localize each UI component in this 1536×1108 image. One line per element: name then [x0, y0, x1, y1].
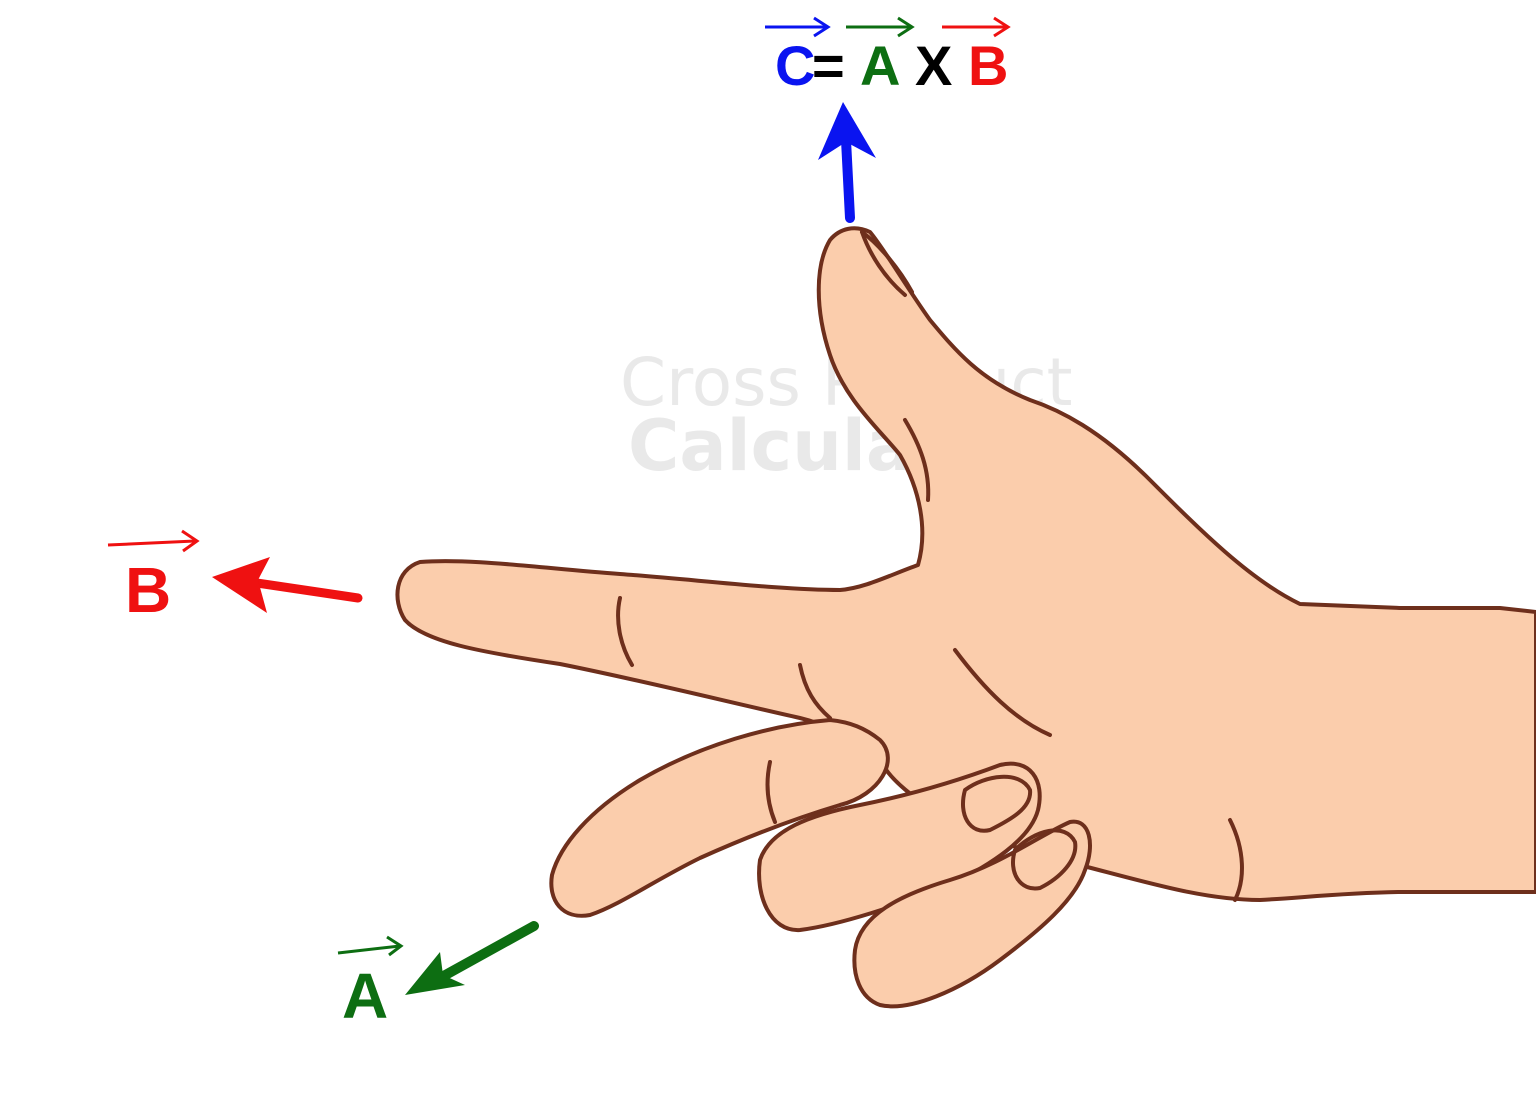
- equation-equals: =: [812, 34, 845, 97]
- label-a-vector-arrow: [337, 935, 404, 957]
- equation-c-vector-arrow: [765, 16, 831, 38]
- palm-crease-3: [1228, 818, 1244, 902]
- hand-details: [616, 230, 1244, 902]
- label-a: A: [342, 960, 388, 1032]
- ring-nail: [961, 774, 1033, 833]
- middle-knuckle-crease: [765, 760, 777, 824]
- palm-crease-2: [798, 663, 832, 720]
- hand-ring-finger: [757, 761, 1042, 933]
- equation-a-vector-arrow: [846, 16, 915, 38]
- equation-times: X: [915, 34, 952, 97]
- label-b-vector-arrow: [107, 529, 200, 553]
- equation-c: C: [775, 34, 815, 97]
- cross-product-equation: C = A X B: [765, 16, 1011, 97]
- equation-a: A: [860, 34, 900, 97]
- equation-b: B: [968, 34, 1008, 97]
- hand-middle-finger: [549, 718, 890, 918]
- equation-b-vector-arrow: [942, 16, 1011, 38]
- vector-b-label: B: [107, 529, 200, 626]
- palm-crease-1: [953, 648, 1052, 737]
- hand-pinky-finger: [852, 819, 1092, 1009]
- vector-a-arrow: [405, 921, 539, 995]
- pinky-nail: [1011, 828, 1078, 891]
- hand-illustration: [395, 226, 1536, 1009]
- thumb-nail-edge: [860, 230, 907, 297]
- index-knuckle-crease: [616, 596, 634, 667]
- vector-a-label: A: [337, 935, 404, 1032]
- label-b: B: [125, 554, 171, 626]
- thumb-base-crease: [903, 418, 931, 502]
- vector-c-arrow: [818, 102, 876, 223]
- thumb-nail: [860, 230, 914, 294]
- vector-b-arrow: [212, 557, 363, 613]
